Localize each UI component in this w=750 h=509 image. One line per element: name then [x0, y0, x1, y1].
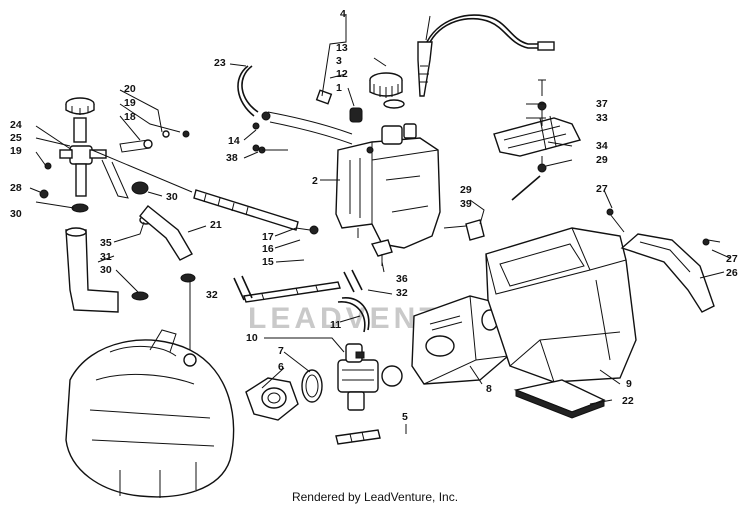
callout-38: 38 — [226, 152, 238, 164]
callout-19b: 19 — [10, 145, 22, 157]
carb-clamp — [301, 369, 323, 403]
foam-pad — [513, 379, 606, 419]
grommet-29 — [465, 219, 485, 241]
callout-30a: 30 — [10, 208, 22, 220]
callout-24: 24 — [10, 119, 22, 131]
mount-bracket — [101, 130, 190, 199]
callout-7: 7 — [278, 345, 284, 357]
screw-14 — [252, 122, 260, 130]
callout-21: 21 — [210, 219, 222, 231]
oil-cap — [369, 72, 403, 98]
oil-tank — [335, 123, 441, 249]
coolant-hose-elbow — [139, 205, 193, 261]
callout-4: 4 — [340, 8, 346, 20]
hose-clamp-left-upper — [71, 203, 89, 213]
callout-12: 12 — [336, 68, 348, 80]
callout-22: 22 — [622, 395, 634, 407]
coolant-hose-l — [65, 229, 119, 313]
bolt-37 — [538, 79, 546, 96]
callout-19a: 19 — [124, 97, 136, 109]
callout-28: 28 — [10, 182, 22, 194]
coolant-fitting — [59, 117, 107, 197]
footer-credit: Rendered by LeadVenture, Inc. — [291, 490, 459, 504]
engine-block — [65, 329, 235, 498]
callout-18: 18 — [124, 111, 136, 123]
callout-6: 6 — [278, 361, 284, 373]
fitting-screw — [44, 162, 52, 170]
callout-labels: 4 13 3 12 1 23 14 38 2 17 16 15 20 19 18… — [10, 8, 738, 423]
callout-32b: 32 — [206, 289, 218, 301]
airbox — [485, 227, 637, 383]
callout-39: 39 — [460, 198, 472, 210]
callout-29b: 29 — [460, 184, 472, 196]
fuel-line-15 — [243, 281, 341, 303]
callout-16: 16 — [262, 243, 274, 255]
callout-25: 25 — [10, 132, 22, 144]
callout-27a: 27 — [596, 183, 608, 195]
callout-27b: 27 — [726, 253, 738, 265]
impulse-hose — [341, 297, 370, 331]
callout-37: 37 — [596, 98, 608, 110]
hose-clamp-30 — [131, 181, 149, 195]
callout-30c: 30 — [100, 264, 112, 276]
callout-9: 9 — [626, 378, 632, 390]
intake-boot — [245, 377, 299, 421]
callout-5: 5 — [402, 411, 408, 423]
callout-3: 3 — [336, 55, 342, 67]
fitting-nut — [39, 189, 49, 199]
clamp-right — [343, 269, 363, 293]
callout-8: 8 — [486, 383, 492, 395]
tank-bracket — [315, 89, 333, 105]
callout-1: 1 — [336, 82, 342, 94]
tank-grommet — [349, 107, 363, 123]
callout-32a: 32 — [396, 287, 408, 299]
tee-fitting — [370, 239, 393, 257]
callout-33: 33 — [596, 112, 608, 124]
carburetor — [337, 343, 403, 411]
callout-34: 34 — [596, 140, 608, 152]
callout-29a: 29 — [596, 154, 608, 166]
tank-mount-bracket — [493, 115, 582, 157]
hose-clamps-upper — [252, 111, 374, 154]
callout-13: 13 — [336, 42, 348, 54]
callout-23: 23 — [214, 57, 226, 69]
callout-20: 20 — [124, 83, 136, 95]
callout-17: 17 — [262, 231, 274, 243]
leader-lines — [29, 14, 731, 434]
fuel-line-5 — [335, 429, 381, 445]
callout-2: 2 — [312, 175, 318, 187]
callout-10: 10 — [246, 332, 258, 344]
callout-11: 11 — [330, 319, 341, 331]
callout-26: 26 — [726, 267, 738, 279]
cap-gasket — [383, 99, 405, 109]
vent-hose — [241, 65, 259, 113]
callout-30b: 30 — [166, 191, 178, 203]
callout-31: 31 — [100, 251, 112, 263]
callout-15: 15 — [262, 256, 274, 268]
radiator-cap — [65, 97, 95, 115]
callout-14: 14 — [228, 135, 240, 147]
heat-shield — [620, 233, 715, 313]
callout-35: 35 — [100, 237, 112, 249]
clamp-left — [233, 275, 253, 301]
callout-36: 36 — [396, 273, 408, 285]
hose-clamp-lower — [131, 291, 149, 301]
oil-level-sensor — [417, 14, 555, 97]
